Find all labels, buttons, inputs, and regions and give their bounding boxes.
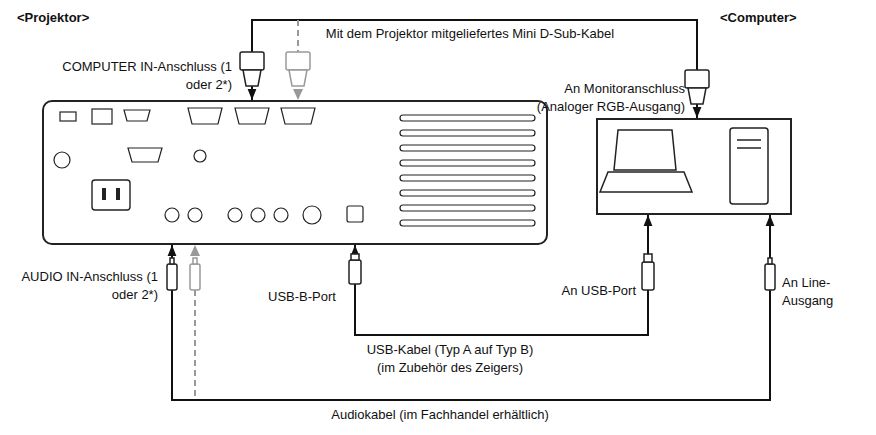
dashed-cable [297,20,299,52]
port-label: An USB-Port [536,282,636,300]
jack-tip [193,258,197,264]
usb-b-port [347,206,363,222]
vents [400,115,535,226]
vent-slot [400,190,535,196]
audio-r-jack [274,208,288,222]
projector-housing [42,100,548,245]
audio-out-jack [194,150,206,162]
cable-label-text: Mit dem Projektor mitgeliefertes Mini D-… [323,25,617,43]
port-label: An Monitoranschluss (Analoger RGB-Ausgan… [522,80,685,115]
power-inlet [92,180,130,210]
power-pin [116,188,120,200]
usb-b-plug [349,260,361,284]
cable-label: Audiokabel (im Fachhandel erhältlich) [270,406,610,424]
vga-port [281,108,315,124]
drive-slot [737,139,761,141]
d-sub-plug [286,52,310,70]
node-heading: <Computer> [720,10,797,25]
vent-slot [400,145,535,151]
jack-tip [170,258,174,264]
computer-illustration [600,128,768,204]
arrow-head [293,89,303,100]
drive-slot [737,147,761,149]
d-sub-plug [685,70,709,88]
usb-a-port [60,112,76,121]
vent-slot [400,220,535,226]
d-sub-plug [243,70,261,86]
vga-port [188,108,222,124]
vent-slot [400,130,535,136]
cable-label-text: Audiokabel (im Fachhandel erhältlich) [328,406,552,424]
vent-slot [400,115,535,121]
laptop-base [600,172,692,192]
port-label-text: An Monitoranschluss (Analoger RGB-Ausgan… [522,80,685,115]
d-sub-plug [289,70,307,86]
audio-l-jack [251,208,265,222]
d-sub-plug [240,52,264,70]
usb-a-tip [644,254,652,262]
laptop-screen [614,130,676,170]
port-label: An Line-Ausgang [782,274,854,309]
cable-label: USB-Kabel (Typ A auf Typ B) (im Zubehör … [355,341,545,376]
port-label: USB-B-Port [268,288,348,306]
jack-plug [167,264,177,290]
video-jack [228,208,242,222]
vent-slot [400,160,535,166]
cable-label-text: USB-Kabel (Typ A auf Typ B) (im Zubehör … [355,341,545,376]
jack-plug [190,264,200,290]
projector-body [42,100,548,245]
hdmi-port [124,110,150,121]
d-sub-plug [688,88,706,104]
usb-a-plug [642,262,654,290]
jack-tip [768,258,772,264]
computer-box: <Computer> [596,118,792,215]
serial-port [128,148,162,162]
pc-tower [730,128,768,204]
s-video-port [303,206,321,224]
arrow-head [190,245,200,256]
usb-b-tip [351,254,359,260]
port-label: COMPUTER IN-Anschluss (1 oder 2*) [58,58,232,93]
audio-in-jack [188,208,202,222]
plugs [167,52,775,290]
projector-panel: <Projektor> [42,100,548,245]
button [54,152,70,168]
port-label-text: USB-B-Port [268,288,348,306]
jack-plug [765,264,775,290]
node-heading: <Projektor> [17,10,89,25]
port-label-text: COMPUTER IN-Anschluss (1 oder 2*) [58,58,232,93]
port-label-text: AUDIO IN-Anschluss (1 oder 2*) [20,268,158,303]
vga-port [235,108,269,124]
dashed-cable [194,290,196,400]
port-label-text: An Line-Ausgang [782,274,854,309]
vent-slot [400,205,535,211]
port-label: AUDIO IN-Anschluss (1 oder 2*) [20,268,158,303]
power-pin [102,188,106,200]
port-label-text: An USB-Port [536,282,636,300]
audio-in-jack [165,208,179,222]
vent-slot [400,175,535,181]
cable-label: Mit dem Projektor mitgeliefertes Mini D-… [280,25,660,43]
lan-port [92,109,112,124]
